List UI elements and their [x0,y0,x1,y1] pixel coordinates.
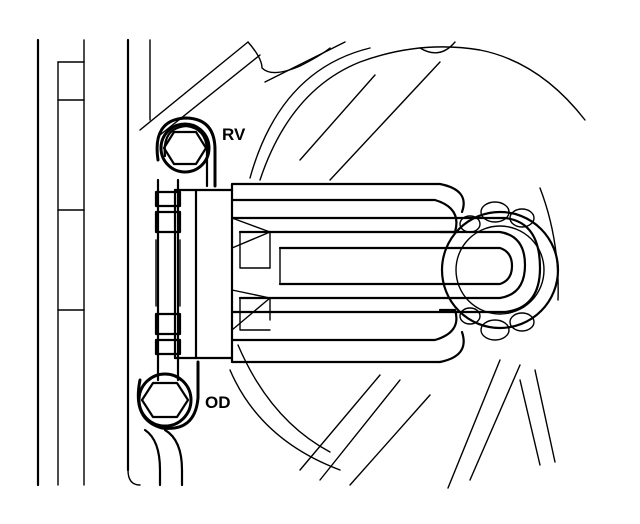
background-housing-lines [139,41,586,489]
rv-label: RV [222,125,246,144]
upper-bolt [159,122,211,174]
gear-assembly [440,201,560,341]
oil-cooler-manifold [173,182,542,364]
od-label: OD [205,393,231,412]
lower-bolt [137,372,193,428]
upper-bracket [155,116,217,188]
connecting-pipe [154,178,182,382]
housing-frame [36,38,184,487]
